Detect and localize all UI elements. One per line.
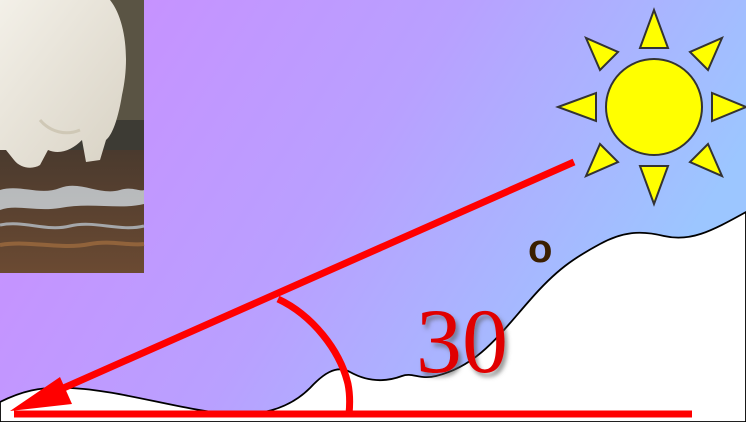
degree-symbol: o [528, 227, 552, 271]
sun-icon [558, 10, 746, 204]
polar-bear-photo [0, 0, 144, 273]
angle-value: 30 [416, 290, 508, 392]
